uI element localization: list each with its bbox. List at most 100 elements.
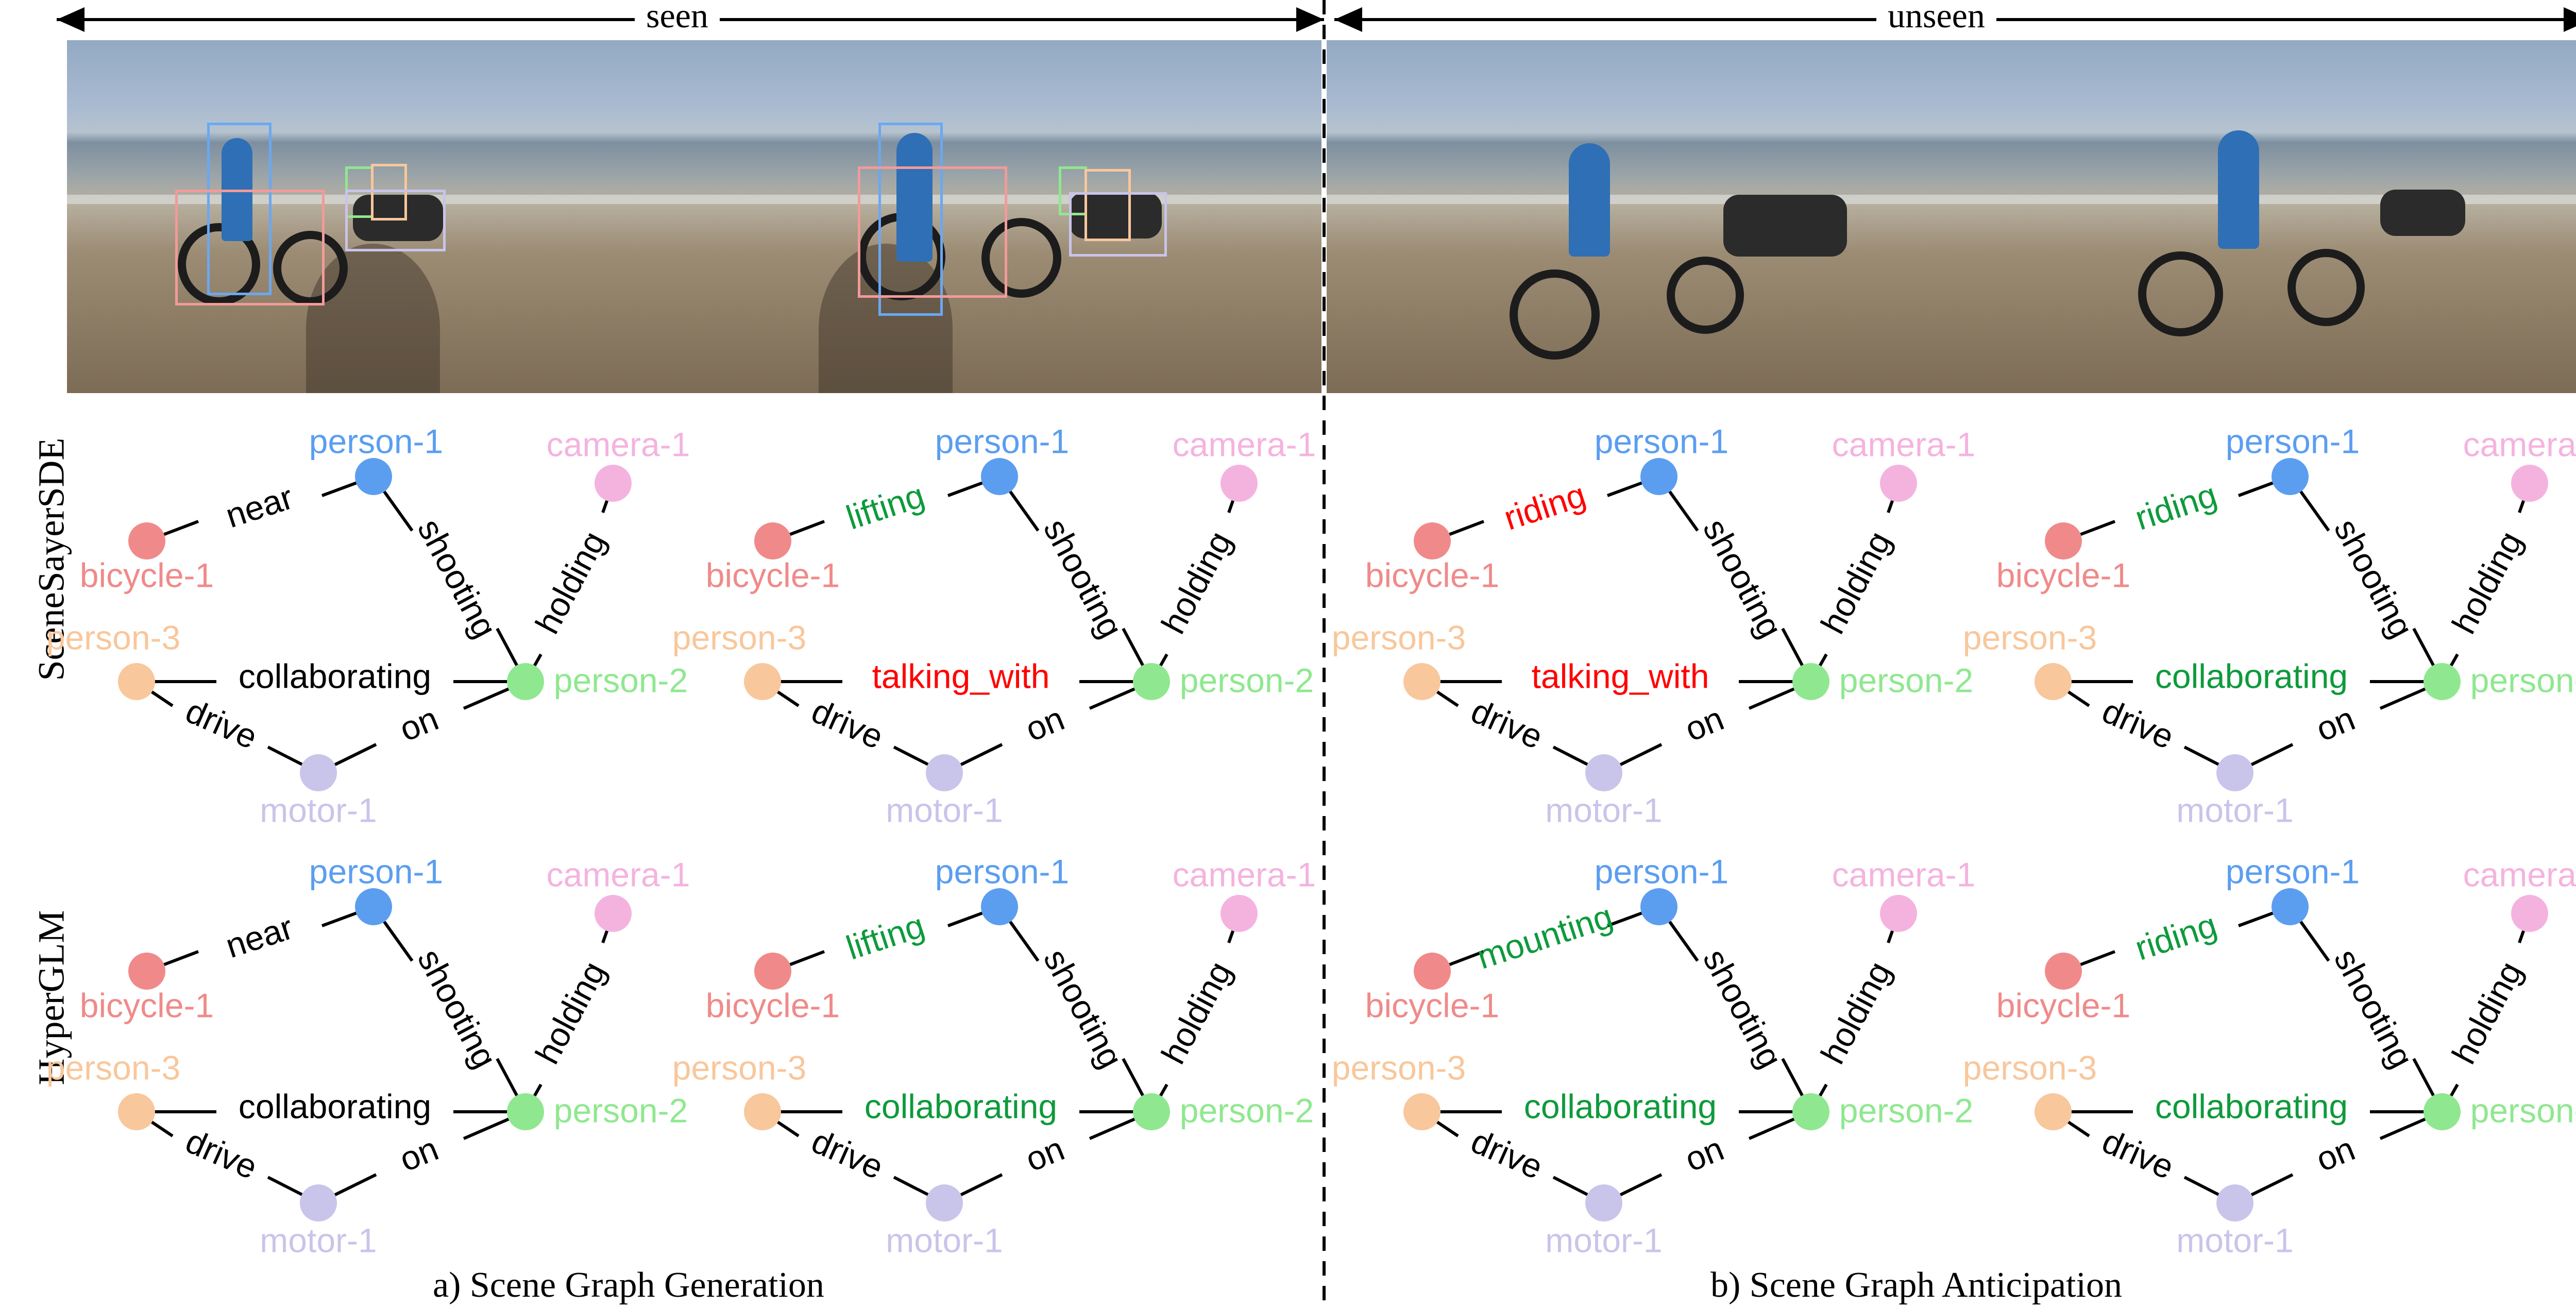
node-motor <box>2216 1184 2253 1222</box>
node-label-camera: camera-1 <box>547 855 690 893</box>
edge-label-on: on <box>394 1129 444 1179</box>
node-label-camera: camera-1 <box>547 425 690 463</box>
edge-label-bicycle-person1: near <box>221 478 298 535</box>
node-label-person3: person-3 <box>672 618 807 656</box>
node-motor <box>926 754 963 791</box>
edge-label-bicycle-person1: riding <box>1499 476 1590 537</box>
node-person2 <box>1133 1093 1170 1130</box>
node-label-person1: person-1 <box>935 422 1070 460</box>
edge-label-on: on <box>2311 1129 2360 1179</box>
seen-label: seen <box>635 0 720 36</box>
edge-label-drive: drive <box>1466 691 1549 756</box>
node-label-person2: person-2 <box>1180 661 1314 699</box>
node-label-person3: person-3 <box>1332 1048 1466 1087</box>
header-arrows <box>57 7 2576 32</box>
caption-scene-graph-anticipation: b) Scene Graph Anticipation <box>1710 1265 2122 1305</box>
node-bicycle <box>2045 522 2082 559</box>
node-label-person1: person-1 <box>1595 422 1729 460</box>
node-label-camera: camera-1 <box>1832 425 1976 463</box>
edge-label-shooting: shooting <box>1037 513 1130 644</box>
edge-label-on: on <box>2311 699 2360 749</box>
node-label-person2: person-2 <box>1839 661 1974 699</box>
node-person3 <box>1403 663 1440 700</box>
node-label-bicycle: bicycle-1 <box>80 556 214 594</box>
node-label-motor: motor-1 <box>2176 1221 2293 1259</box>
scene-graph-8: bicycle-1person-1camera-1person-3person-… <box>1963 852 2576 1259</box>
node-person1 <box>2272 888 2309 925</box>
unseen-label: unseen <box>1876 0 1996 36</box>
node-label-person3: person-3 <box>46 1048 181 1087</box>
node-label-camera: camera-1 <box>2463 425 2576 463</box>
edge-label-shooting: shooting <box>411 513 504 644</box>
node-person2 <box>507 663 544 700</box>
bbox-motor-1 <box>345 190 446 251</box>
edge-label-holding: holding <box>528 955 613 1070</box>
edge-label-on: on <box>1680 699 1729 749</box>
node-person3 <box>2035 663 2072 700</box>
node-person1 <box>2272 458 2309 495</box>
node-label-motor: motor-1 <box>2176 791 2293 829</box>
node-label-person3: person-3 <box>1963 618 2097 656</box>
edge-label-drive: drive <box>180 691 263 756</box>
bbox-bicycle-1 <box>175 190 325 306</box>
node-bicycle <box>754 522 791 559</box>
node-person2 <box>1133 663 1170 700</box>
edge-label-holding: holding <box>528 525 613 640</box>
video-frame-1 <box>67 40 696 393</box>
node-bicycle <box>754 953 791 990</box>
edge-label-shooting: shooting <box>1037 943 1130 1074</box>
node-label-person1: person-1 <box>2226 422 2360 460</box>
node-person1 <box>1640 888 1677 925</box>
node-label-person1: person-1 <box>1595 852 1729 890</box>
edge-label-collab: collaborating <box>2155 657 2348 695</box>
edge-label-collab: collaborating <box>2155 1087 2348 1125</box>
edge-label-bicycle-person1: mounting <box>1472 897 1617 976</box>
node-person1 <box>981 888 1018 925</box>
node-person2 <box>1792 1093 1829 1130</box>
edge-label-drive: drive <box>2097 691 2180 756</box>
node-label-person3: person-3 <box>1332 618 1466 656</box>
edge-label-on: on <box>1020 1129 1070 1179</box>
edge-label-shooting: shooting <box>2327 513 2421 644</box>
node-label-bicycle: bicycle-1 <box>1996 556 2130 594</box>
node-person1 <box>1640 458 1677 495</box>
edge-label-collab: collaborating <box>239 1087 431 1125</box>
node-label-motor: motor-1 <box>260 1221 377 1259</box>
bbox-bicycle-1 <box>858 166 1007 298</box>
scene-graph-3: bicycle-1 person-1 camera-1 person-3 person-… <box>1332 422 1976 829</box>
node-label-motor: motor-1 <box>1545 791 1662 829</box>
edge-label-holding: holding <box>1154 525 1239 640</box>
node-label-person1: person-1 <box>2226 852 2360 890</box>
edge-label-collab: talking_with <box>872 657 1050 695</box>
node-label-person2: person-2 <box>554 661 688 699</box>
node-label-motor: motor-1 <box>886 1221 1003 1259</box>
node-label-person2: person-2 <box>2470 661 2576 699</box>
edge-label-drive: drive <box>806 1122 889 1186</box>
node-camera <box>595 465 632 502</box>
node-label-bicycle: bicycle-1 <box>1365 556 1499 594</box>
node-label-bicycle: bicycle-1 <box>1996 986 2130 1024</box>
node-bicycle <box>128 522 165 559</box>
edge-label-holding: holding <box>1154 955 1239 1070</box>
node-motor <box>2216 754 2253 791</box>
bbox-person-3 <box>1084 169 1131 241</box>
edge-label-shooting: shooting <box>1696 943 1790 1074</box>
node-label-bicycle: bicycle-1 <box>80 986 214 1024</box>
edge-label-bicycle-person1: riding <box>2130 476 2221 537</box>
node-bicycle <box>1414 953 1451 990</box>
node-bicycle <box>1414 522 1451 559</box>
edge-label-drive: drive <box>2097 1122 2180 1186</box>
edge-label-shooting: shooting <box>1696 513 1790 644</box>
node-label-person3: person-3 <box>672 1048 807 1087</box>
edge-label-holding: holding <box>2444 955 2529 1070</box>
node-label-bicycle: bicycle-1 <box>706 556 840 594</box>
node-person2 <box>507 1093 544 1130</box>
edge-label-on: on <box>1020 699 1070 749</box>
node-camera <box>1880 895 1917 932</box>
edge-label-collab: collaborating <box>239 657 431 695</box>
edge-label-bicycle-person1: lifting <box>842 906 929 967</box>
video-frame-2 <box>693 40 1321 393</box>
node-person1 <box>355 888 392 925</box>
node-person3 <box>1403 1093 1440 1130</box>
